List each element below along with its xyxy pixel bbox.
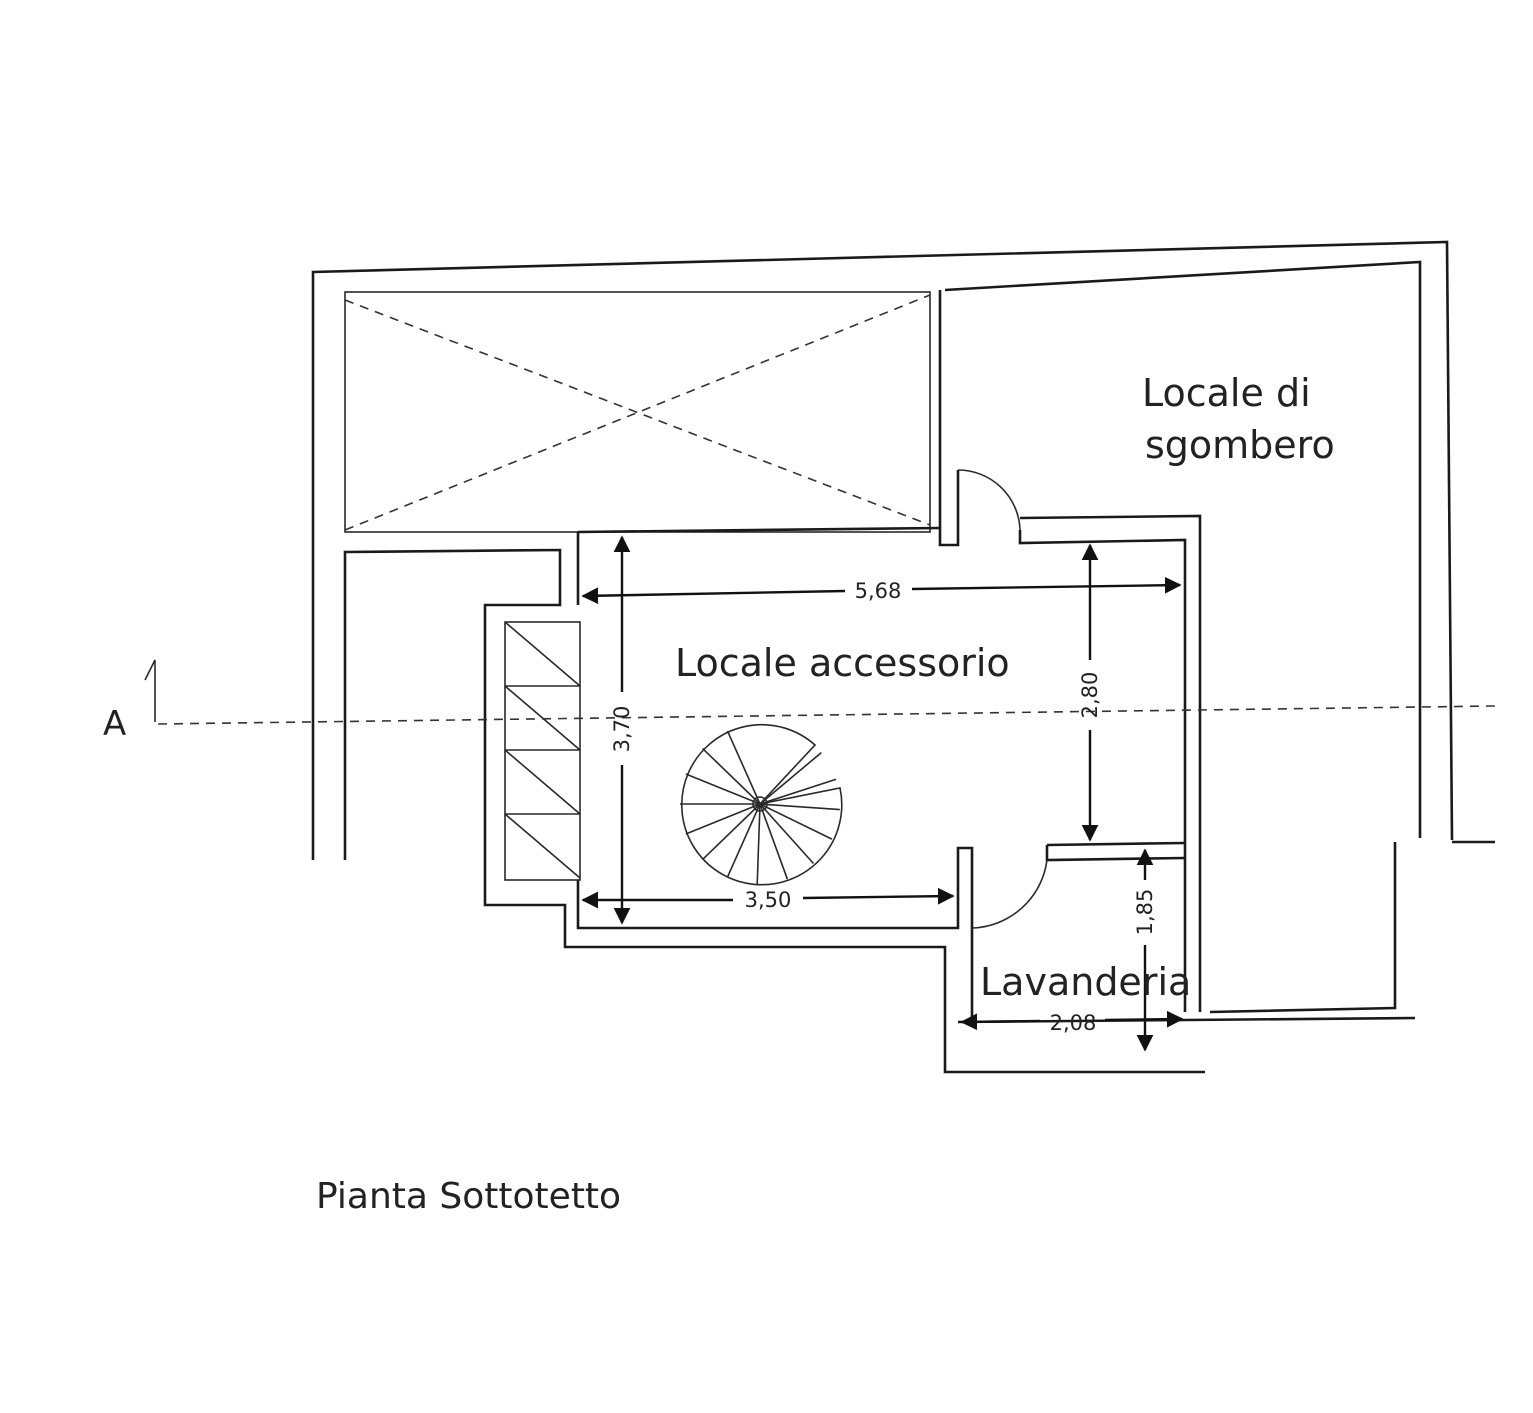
section-marker: A [103,704,126,744]
spiral-tread [759,778,837,805]
dim-width-top: 5,68 [855,579,902,603]
door-top [957,469,1021,531]
drawing-title: Pianta Sottotetto [316,1176,621,1217]
void-area [344,291,931,533]
spiral-tread [726,803,761,878]
spiral-tread [759,803,840,811]
spiral-tread [685,803,761,835]
spiral-tread [759,803,789,880]
spiral-tread [759,751,822,805]
spiral-tread [701,747,761,805]
dim-height-left: 3,70 [610,706,634,753]
room-label-accessorio: Locale accessorio [675,641,1010,685]
spiral-tread [756,803,761,885]
straight-stair [504,621,581,881]
room-label-sgombero-line2: sgombero [1145,423,1335,467]
spiral-stair [680,723,843,886]
dim-height-right: 2,80 [1078,672,1102,719]
spiral-tread [759,803,815,865]
room-label-lavanderia: Lavanderia [980,960,1191,1004]
dimensions: 5,68 3,50 3,70 2,80 1,85 2,08 [581,535,1184,1052]
room-label-sgombero-line1: Locale di [1142,371,1311,415]
door-lavanderia [971,859,1048,929]
room-labels: Locale di sgombero Locale accessorio Lav… [675,371,1335,1004]
spiral-tread [701,803,761,861]
spiral-tread [759,803,833,840]
spiral-tread [685,773,761,805]
dim-lavanderia-width: 2,08 [1050,1011,1097,1035]
spiral-tread [726,730,761,805]
section-line: A [103,659,1496,744]
dim-width-bottom: 3,50 [745,888,792,912]
dim-lavanderia-height: 1,85 [1133,889,1157,936]
